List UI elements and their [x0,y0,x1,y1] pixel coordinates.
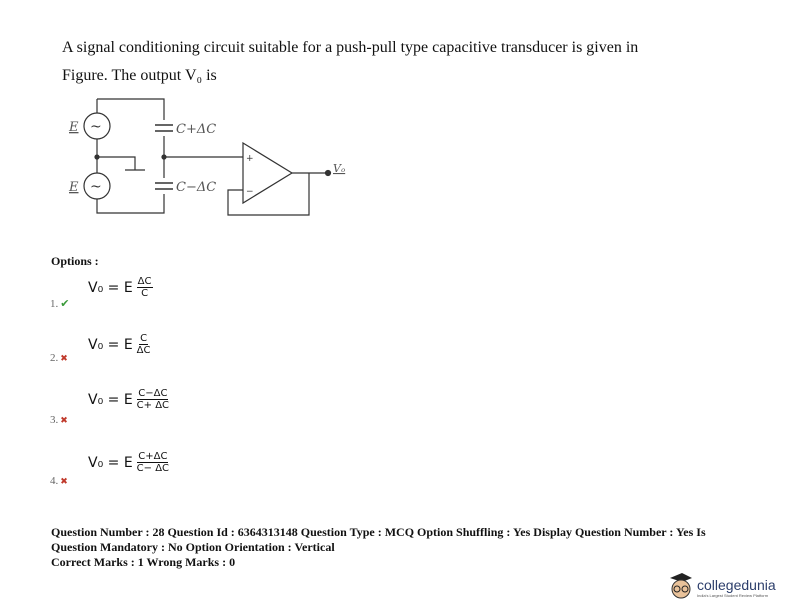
capacitors [155,124,173,190]
options-label: Options : [51,254,99,268]
collegedunia-logo: collegedunia India's Largest Student Rev… [668,572,776,602]
wrong-cross-icon: ✖ [60,415,68,425]
cap-bottom-label: C−ΔC [176,180,216,195]
cap-top-label: C+ΔC [176,122,216,137]
wrong-cross-icon: ✖ [60,353,68,363]
source-label-bottom: E [68,180,79,195]
mascot-icon [670,573,692,599]
svg-text:+: + [246,154,254,164]
source-label-top: E [68,120,79,135]
op-amp [242,141,294,205]
option-1-number[interactable]: 1.✔ [50,298,70,310]
voltage-source-top [83,112,111,140]
option-4-number[interactable]: 4.✖ [50,475,68,487]
question-text: A signal conditioning circuit suitable f… [62,39,639,84]
option-3-number[interactable]: 3.✖ [50,414,68,426]
circuit-wires [96,98,165,214]
output-label: Vₒ [333,162,345,175]
correct-check-icon: ✔ [60,298,70,310]
question-metadata: Question Number : 28 Question Id : 63643… [51,525,706,569]
wrong-cross-icon: ✖ [60,476,68,486]
ground [97,156,145,171]
option-2-number[interactable]: 2.✖ [50,352,68,364]
svg-text:~: ~ [90,119,102,135]
svg-text:~: ~ [90,179,102,195]
voltage-source-bottom [83,172,111,200]
circuit-diagram: ~ ~ + − E E C+ΔC C−ΔC Vₒ [68,98,345,216]
svg-text:−: − [246,187,254,197]
